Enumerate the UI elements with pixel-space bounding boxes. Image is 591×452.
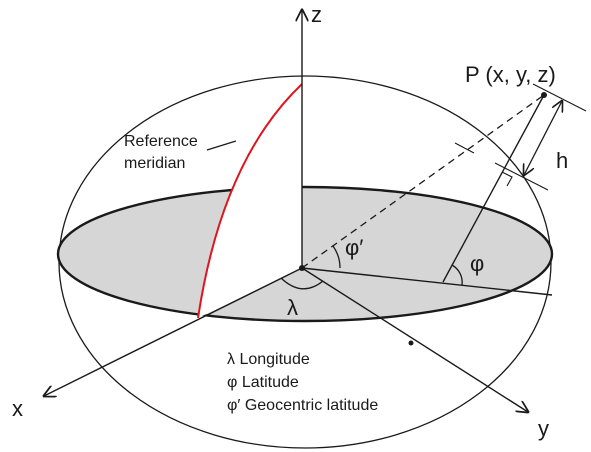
equator-intersection-dot xyxy=(408,340,414,346)
reference-meridian-label-line1: Reference xyxy=(124,133,198,150)
surface-tick xyxy=(454,142,475,154)
point-p xyxy=(541,92,547,98)
reference-meridian-curve xyxy=(197,83,303,319)
h-tick-bottom xyxy=(494,162,549,191)
geocentric-angle-label: φ′ xyxy=(345,235,363,260)
latitude-angle-label: φ xyxy=(470,251,484,276)
equator-radius-line xyxy=(301,267,553,296)
reference-meridian-label-line2: meridian xyxy=(124,155,185,172)
legend-item: λ Longitude xyxy=(227,351,310,368)
y-axis xyxy=(301,267,528,412)
legend-item: φ Latitude xyxy=(227,374,299,391)
geocentric-angle-arc xyxy=(332,245,341,269)
h-dimension-arrow xyxy=(524,101,562,175)
equatorial-plane xyxy=(56,185,554,323)
meridian-plane xyxy=(198,84,302,318)
x-axis-label: x xyxy=(12,396,23,421)
y-axis-label: y xyxy=(538,416,549,441)
h-tick-top xyxy=(532,83,587,112)
center-dot xyxy=(299,265,305,271)
z-axis-label: z xyxy=(311,2,322,27)
x-axis xyxy=(44,267,303,396)
right-angle-marker xyxy=(501,171,513,187)
h-label: h xyxy=(556,148,568,173)
meridian-label-pointer xyxy=(206,140,237,151)
longitude-angle-arc xyxy=(280,277,324,290)
point-p-label: P (x, y, z) xyxy=(465,62,556,87)
latitude-angle-arc xyxy=(451,264,463,286)
longitude-angle-label: λ xyxy=(287,295,298,320)
geocentric-line xyxy=(301,94,545,269)
legend-item: φ′ Geocentric latitude xyxy=(227,397,378,414)
legend: λ Longitude φ Latitude φ′ Geocentric lat… xyxy=(227,351,378,414)
